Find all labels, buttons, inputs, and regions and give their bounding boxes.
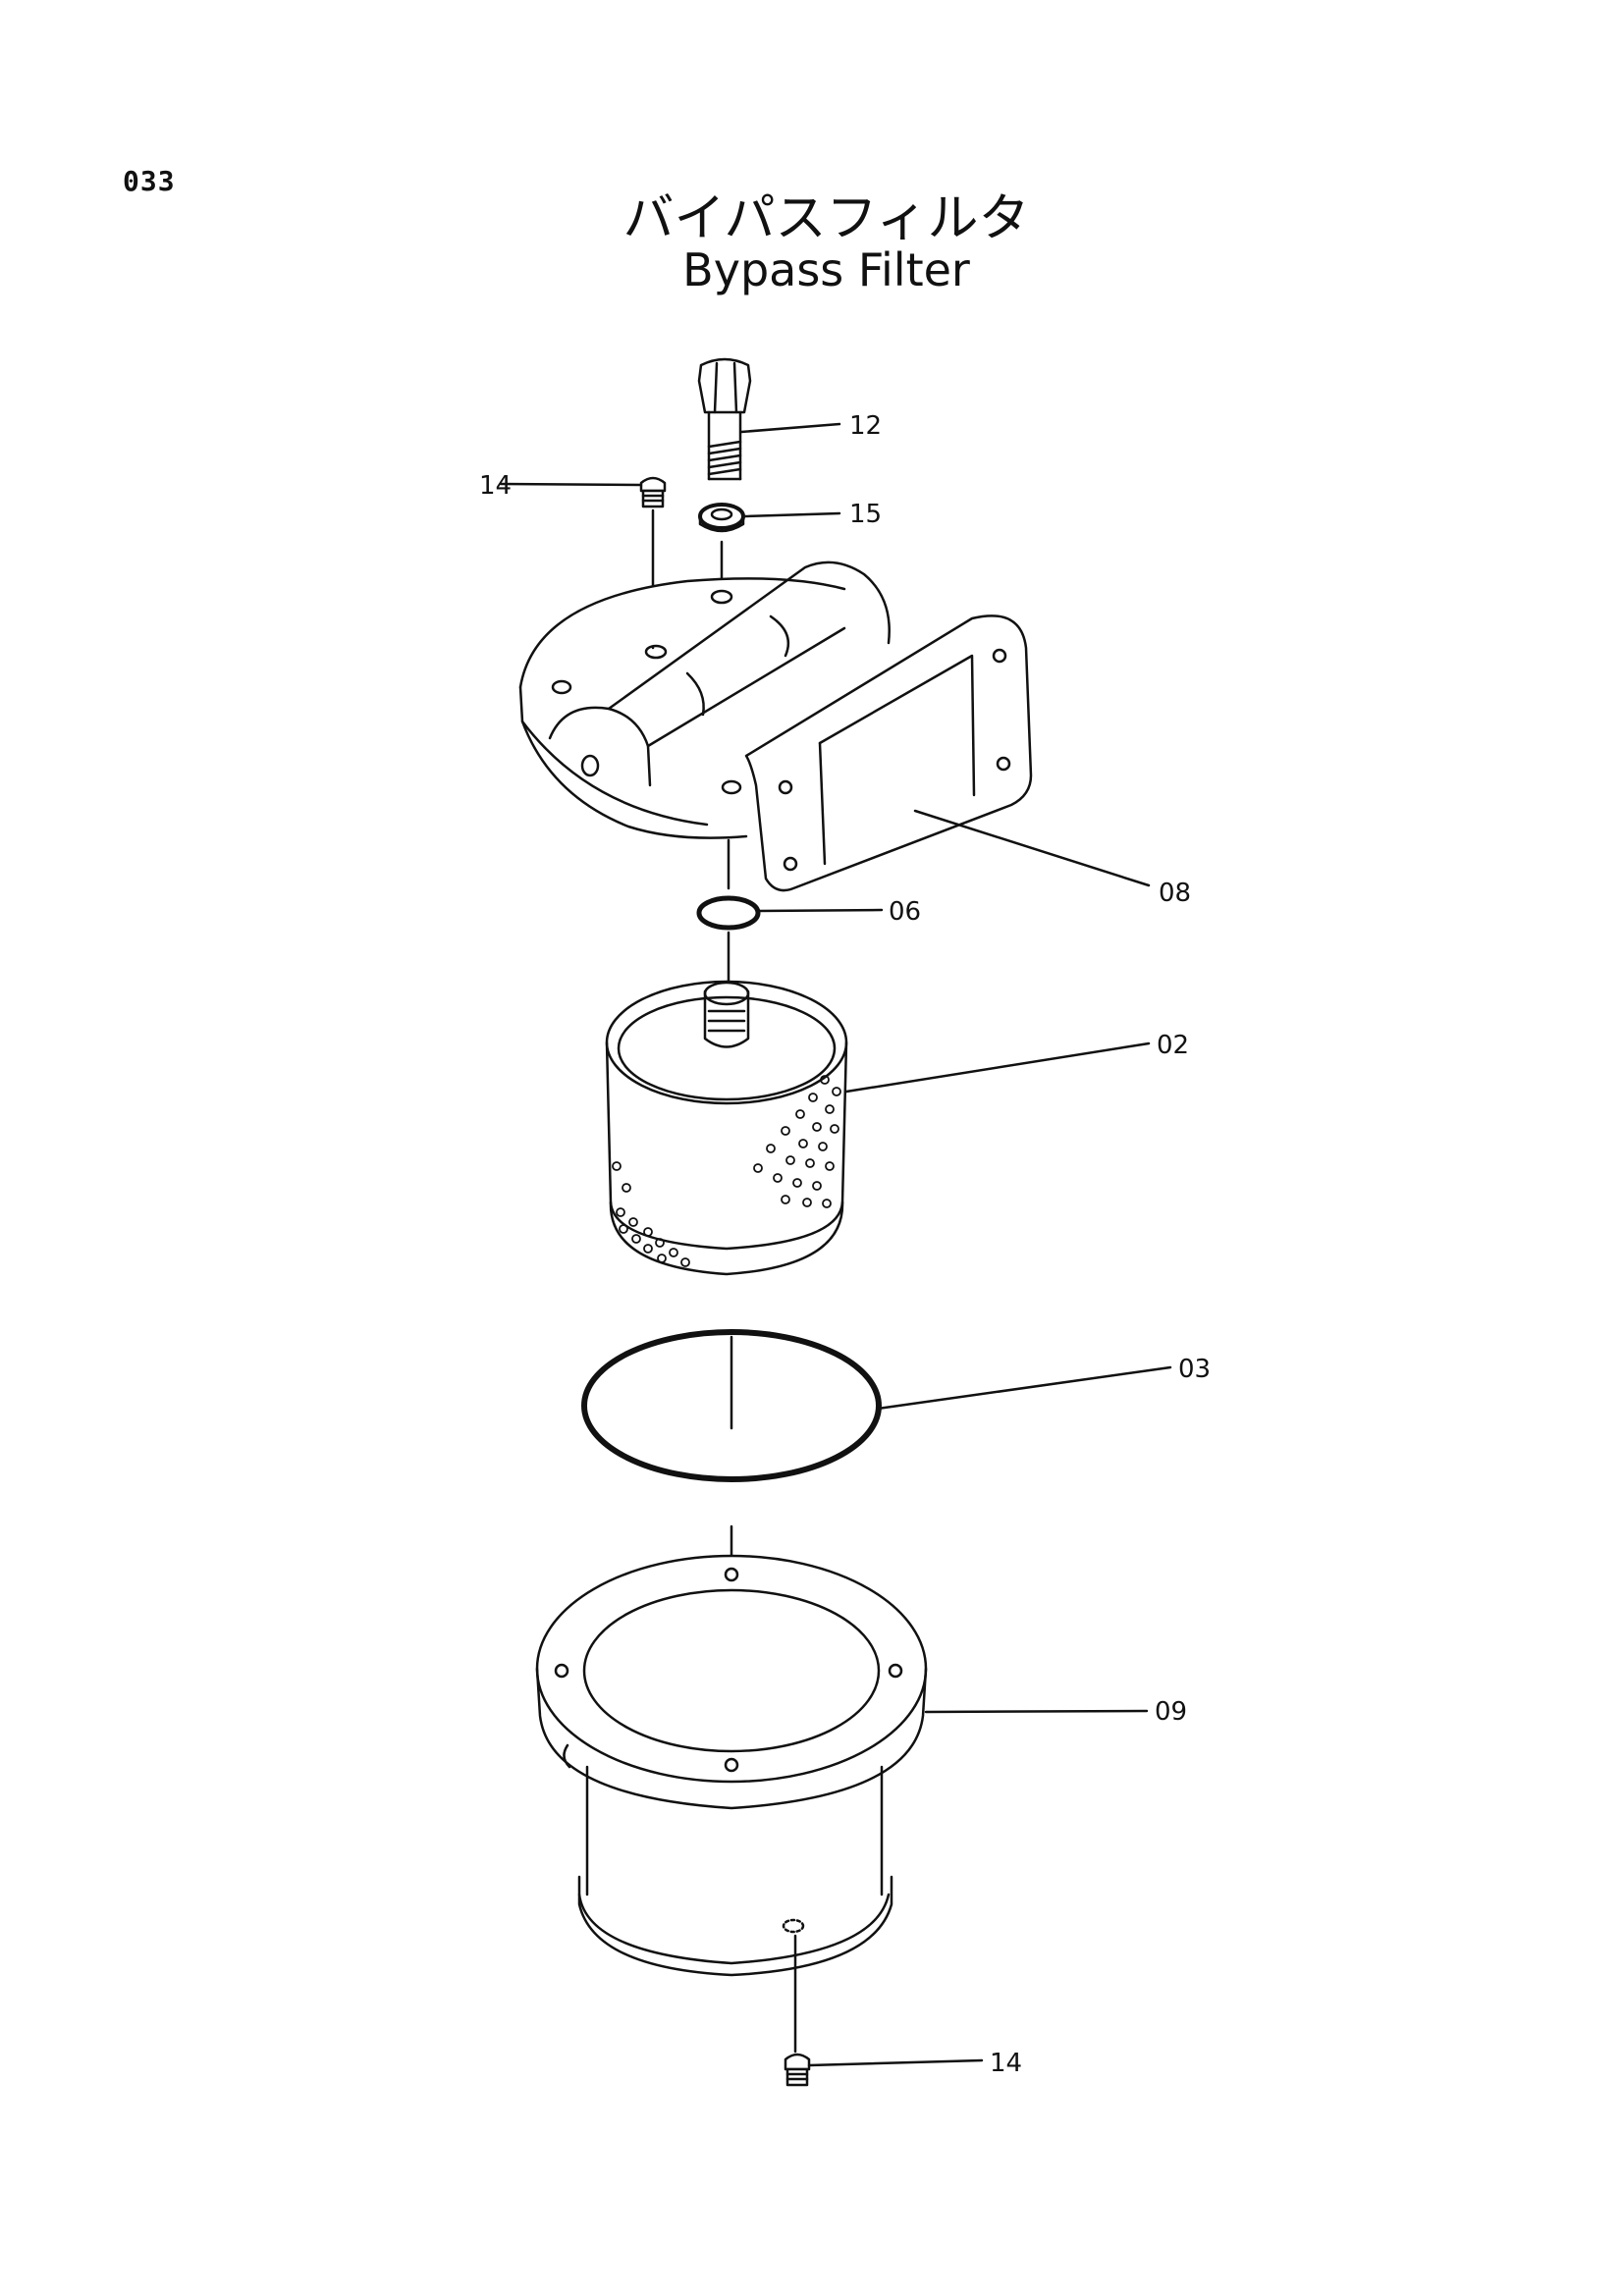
callout-12: 12 [849, 411, 882, 441]
part-14-plug-bottom[interactable] [784, 2053, 811, 2087]
callout-02: 02 [1157, 1031, 1189, 1060]
part-06-o-ring-small[interactable] [696, 895, 761, 931]
callout-06: 06 [889, 897, 921, 927]
callout-15: 15 [849, 500, 882, 529]
callout-14-top: 14 [479, 471, 512, 501]
callout-03: 03 [1178, 1355, 1211, 1384]
part-09-filter-case[interactable] [535, 1554, 928, 1977]
title-english: Bypass Filter [682, 243, 970, 296]
part-12-bolt[interactable] [697, 357, 752, 481]
part-08-filter-head[interactable] [518, 561, 1033, 892]
callout-09: 09 [1155, 1697, 1187, 1727]
part-14-plug-top[interactable] [639, 476, 667, 508]
callout-14-bottom: 14 [990, 2049, 1022, 2078]
page-number: 033 [123, 165, 176, 197]
part-03-o-ring-large[interactable] [581, 1329, 882, 1482]
part-02-filter-element[interactable] [605, 980, 848, 1276]
callout-08: 08 [1159, 879, 1191, 908]
title-japanese: バイパスフィルタ [622, 189, 1030, 248]
part-15-washer[interactable] [698, 503, 745, 533]
